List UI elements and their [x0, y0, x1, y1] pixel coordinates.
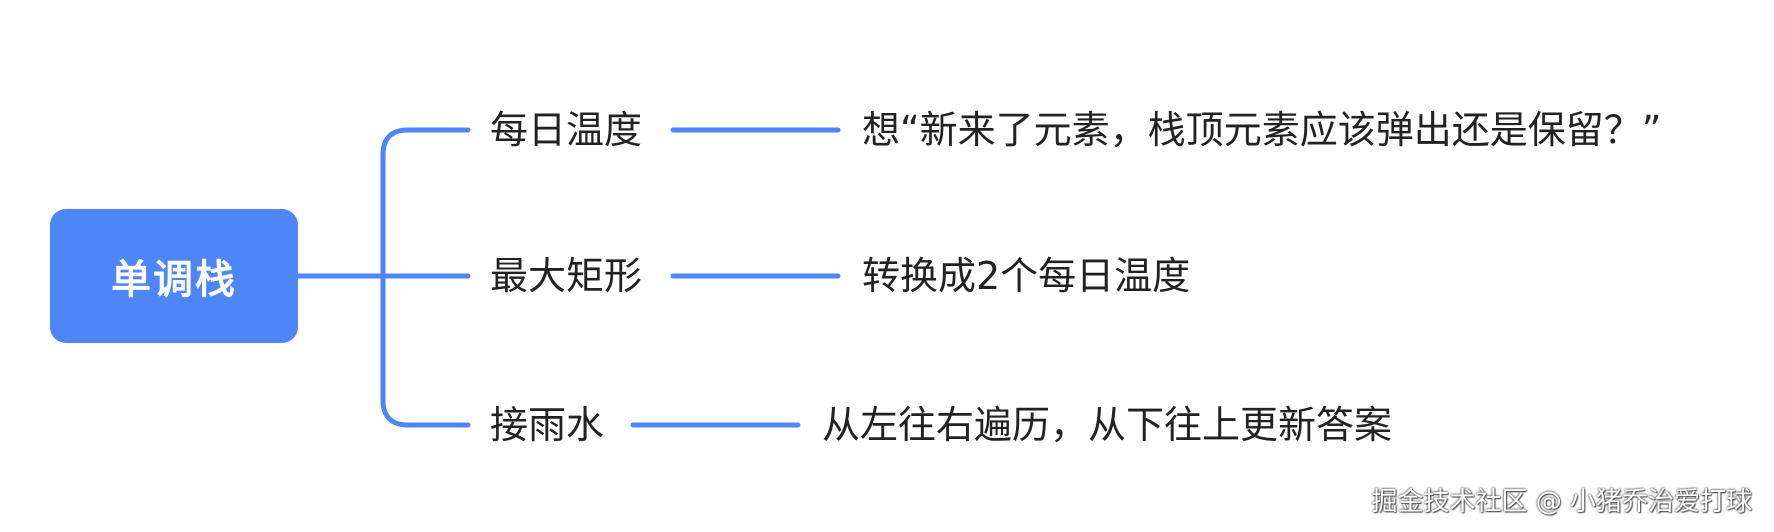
branch-label: 每日温度 — [490, 108, 643, 152]
branch-node-trapping-rain-water[interactable]: 接雨水 — [490, 403, 604, 447]
branch-node-max-rectangle[interactable]: 最大矩形 — [490, 254, 642, 298]
leaf-node-trapping-rain-water-detail[interactable]: 从左往右遍历，从下往上更新答案 — [822, 403, 1392, 447]
leaf-label: 转换成2个每日温度 — [862, 254, 1191, 298]
root-node-label: 单调栈 — [111, 257, 237, 303]
root-node[interactable]: 单调栈 — [50, 209, 298, 343]
leaf-label: 想“新来了元素，栈顶元素应该弹出还是保留？” — [862, 108, 1662, 152]
leaf-label: 从左往右遍历，从下往上更新答案 — [822, 403, 1393, 447]
watermark: 掘金技术社区 @ 小猪乔治爱打球 — [1371, 487, 1752, 517]
leaf-node-daily-temperature-detail[interactable]: 想“新来了元素，栈顶元素应该弹出还是保留？” — [862, 108, 1661, 152]
branch-label: 最大矩形 — [490, 254, 643, 298]
leaf-node-max-rectangle-detail[interactable]: 转换成2个每日温度 — [862, 254, 1190, 298]
branch-node-daily-temperature[interactable]: 每日温度 — [490, 108, 642, 152]
branch-label: 接雨水 — [490, 403, 605, 447]
